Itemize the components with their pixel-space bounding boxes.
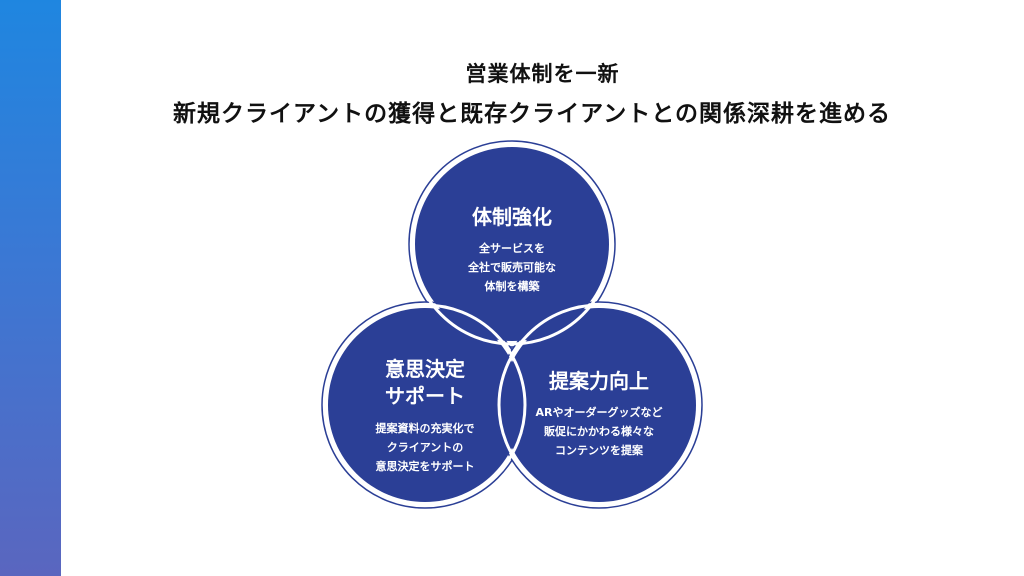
circle-left: [328, 308, 522, 502]
circle-left-heading-line2: サポート: [385, 384, 465, 408]
circle-right-heading: 提案力向上: [549, 369, 649, 393]
separator-right: [497, 303, 701, 507]
circle-left-body-line2: クライアントの: [387, 441, 464, 454]
circle-right-body-line2: 販促にかかわる様々な: [544, 424, 654, 438]
circle-left-heading-line1: 意思決定: [385, 357, 465, 381]
accent-sidebar: [0, 0, 61, 576]
circle-right: [502, 308, 696, 502]
circle-right-body-line1: ARやオーダーグッズなど: [536, 405, 663, 419]
circle-top-heading: 体制強化: [472, 205, 552, 229]
separator-left: [323, 303, 527, 507]
page-title: 営業体制を一新: [465, 62, 620, 86]
circle-left-body-line3: 意思決定をサポート: [376, 459, 475, 473]
circle-top-body-line2: 全社で販売可能な: [467, 260, 556, 274]
circle-top-body-line1: 全サービスを: [478, 241, 545, 255]
circle-left-body-line1: 提案資料の充実化で: [376, 421, 475, 435]
circle-right-body-line3: コンテンツを提案: [555, 443, 644, 457]
circle-top: [415, 147, 609, 341]
separator-top: [410, 142, 614, 346]
circle-top-body-line3: 体制を構築: [485, 279, 541, 293]
page-subtitle: 新規クライアントの獲得と既存クライアントとの関係深耕を進める: [173, 101, 891, 127]
